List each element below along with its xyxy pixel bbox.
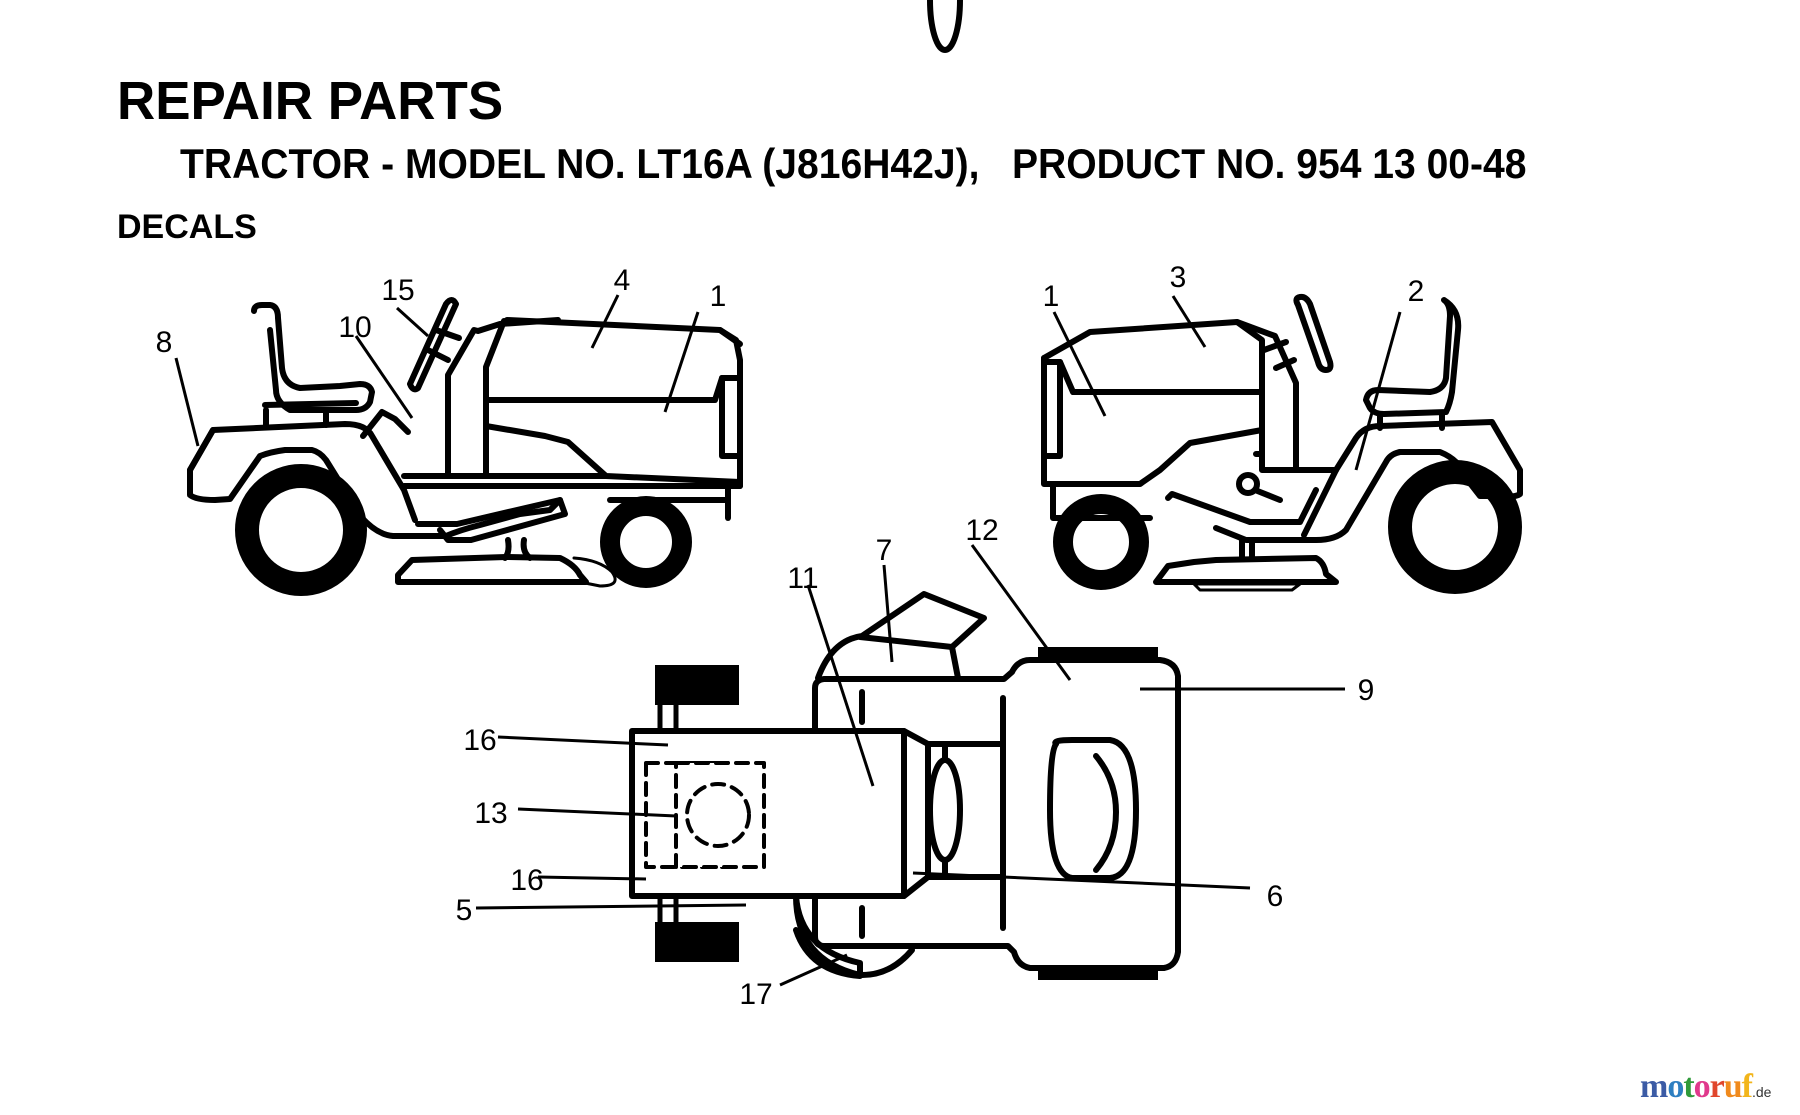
callout-10: 10 [338,311,371,344]
front-wheel-top [655,665,739,705]
callout-8: 8 [156,326,173,359]
watermark-letter: t [1683,1068,1694,1105]
front-wheel-bottom [655,922,739,962]
front-wheel-left [600,496,692,588]
steering-wheel [407,297,459,393]
motoruf-watermark: motoruf.de [1640,1068,1771,1106]
chassis-top [812,657,1181,971]
front-wheel-right [1053,494,1149,590]
section-heading: DECALS [117,208,257,246]
seat-right [1363,297,1462,417]
watermark-letter: u [1723,1068,1743,1105]
callout-1-left: 1 [710,280,727,313]
watermark-letter: m [1640,1068,1668,1105]
page-title: REPAIR PARTS [117,71,504,131]
watermark-suffix: .de [1752,1084,1772,1100]
rear-wheel-right [1388,460,1522,594]
callout-6: 6 [1267,880,1284,913]
callout-16-bottom: 16 [510,864,543,897]
callout-4: 4 [614,264,631,297]
callout-15: 15 [381,274,414,307]
rear-fender [187,447,563,539]
callout-9: 9 [1358,674,1375,707]
mower-deck-right [1153,555,1339,585]
callout-7: 7 [876,534,893,567]
callout-3: 3 [1170,261,1187,294]
seat-top [1047,737,1139,881]
callout-12: 12 [965,514,998,547]
callout-2: 2 [1408,275,1425,308]
watermark-letter: o [1693,1068,1711,1105]
watermark-letter: o [1667,1068,1684,1105]
tractor-left-side-view [187,297,743,596]
callout-1-right: 1 [1043,280,1060,313]
watermark-letter: f [1741,1068,1753,1105]
mower-deck [395,554,589,585]
tractor-top-view [629,0,1181,980]
steering-wheel-right [1293,293,1334,373]
callout-17: 17 [739,978,772,1011]
seat [251,302,375,413]
model-subtitle: TRACTOR - MODEL NO. LT16A (J816H42J), PR… [180,140,1527,187]
watermark-letter: r [1709,1068,1725,1105]
rear-wheel-left [235,464,367,596]
callout-11: 11 [787,562,818,595]
callout-13: 13 [474,797,507,830]
callout-5: 5 [456,894,473,927]
tractor-right-side-view [1041,293,1523,594]
callout-16-top: 16 [463,724,496,757]
